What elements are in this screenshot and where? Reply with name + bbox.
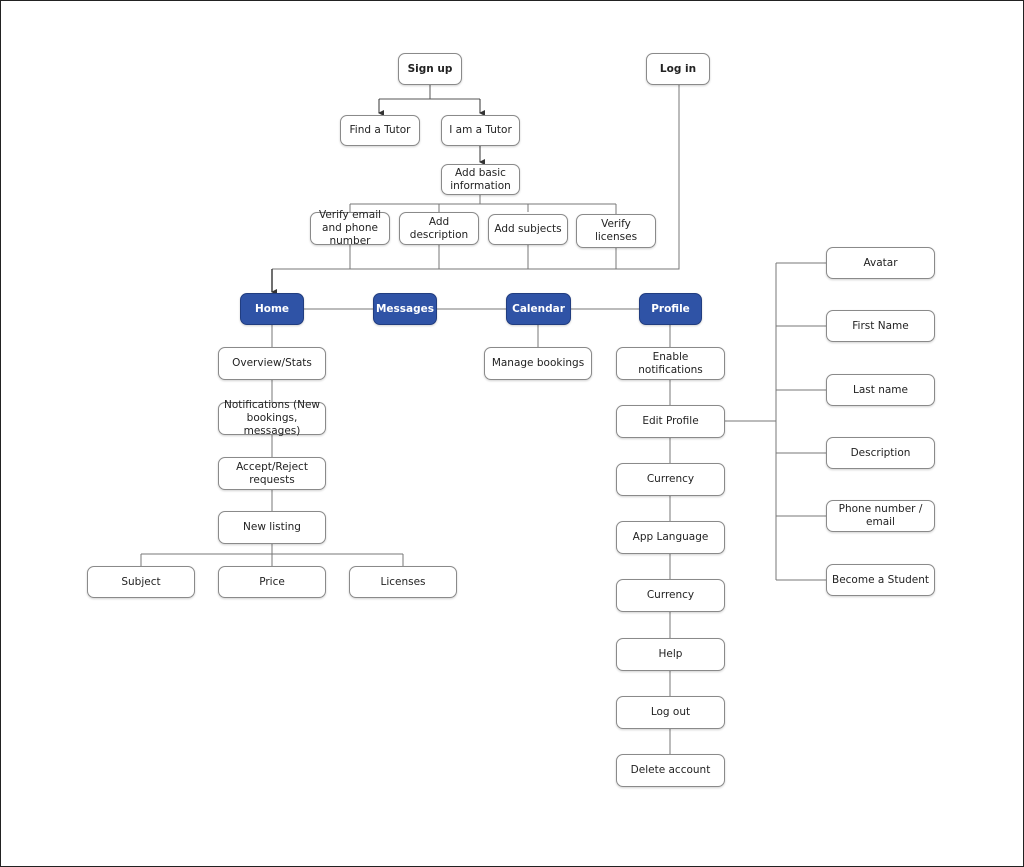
link-edit-profile-branches (725, 262, 826, 581)
enable-notifications-node[interactable]: Enable notifications (616, 347, 725, 380)
find-tutor-node[interactable]: Find a Tutor (340, 115, 420, 146)
add-description-node[interactable]: Add description (399, 212, 479, 245)
app-language-node[interactable]: App Language (616, 521, 725, 554)
profile-nav-node[interactable]: Profile (639, 293, 702, 325)
accept-reject-node[interactable]: Accept/Reject requests (218, 457, 326, 490)
subject-node[interactable]: Subject (87, 566, 195, 598)
link-basic-info-to-steps (349, 195, 617, 214)
edit-profile-node[interactable]: Edit Profile (616, 405, 725, 438)
notifications-node[interactable]: Notifications (New bookings, messages) (218, 399, 326, 437)
price-node[interactable]: Price (218, 566, 326, 598)
sign-up-node[interactable]: Sign up (398, 53, 462, 85)
avatar-node[interactable]: Avatar (826, 247, 935, 279)
messages-nav-node[interactable]: Messages (373, 293, 437, 325)
link-login-to-home (272, 84, 680, 270)
link-listing-branches (140, 553, 404, 566)
currency-node-1[interactable]: Currency (616, 463, 725, 496)
help-node[interactable]: Help (616, 638, 725, 671)
phone-email-node[interactable]: Phone number / email (826, 500, 935, 532)
become-student-node[interactable]: Become a Student (826, 564, 935, 596)
link-steps-to-home (349, 245, 617, 269)
delete-account-node[interactable]: Delete account (616, 754, 725, 787)
description-node[interactable]: Description (826, 437, 935, 469)
licenses-node[interactable]: Licenses (349, 566, 457, 598)
overview-stats-node[interactable]: Overview/Stats (218, 347, 326, 380)
link-signup-to-roles (378, 84, 481, 113)
first-name-node[interactable]: First Name (826, 310, 935, 342)
new-listing-node[interactable]: New listing (218, 511, 326, 544)
i-am-tutor-node[interactable]: I am a Tutor (441, 115, 520, 146)
verify-email-phone-node[interactable]: Verify email and phone number (310, 209, 390, 247)
calendar-nav-node[interactable]: Calendar (506, 293, 571, 325)
log-in-node[interactable]: Log in (646, 53, 710, 85)
log-out-node[interactable]: Log out (616, 696, 725, 729)
last-name-node[interactable]: Last name (826, 374, 935, 406)
currency-node-2[interactable]: Currency (616, 579, 725, 612)
verify-licenses-node[interactable]: Verify licenses (576, 214, 656, 248)
add-subjects-node[interactable]: Add subjects (488, 214, 568, 245)
manage-bookings-node[interactable]: Manage bookings (484, 347, 592, 380)
add-basic-info-node[interactable]: Add basic information (441, 164, 520, 195)
home-nav-node[interactable]: Home (240, 293, 304, 325)
